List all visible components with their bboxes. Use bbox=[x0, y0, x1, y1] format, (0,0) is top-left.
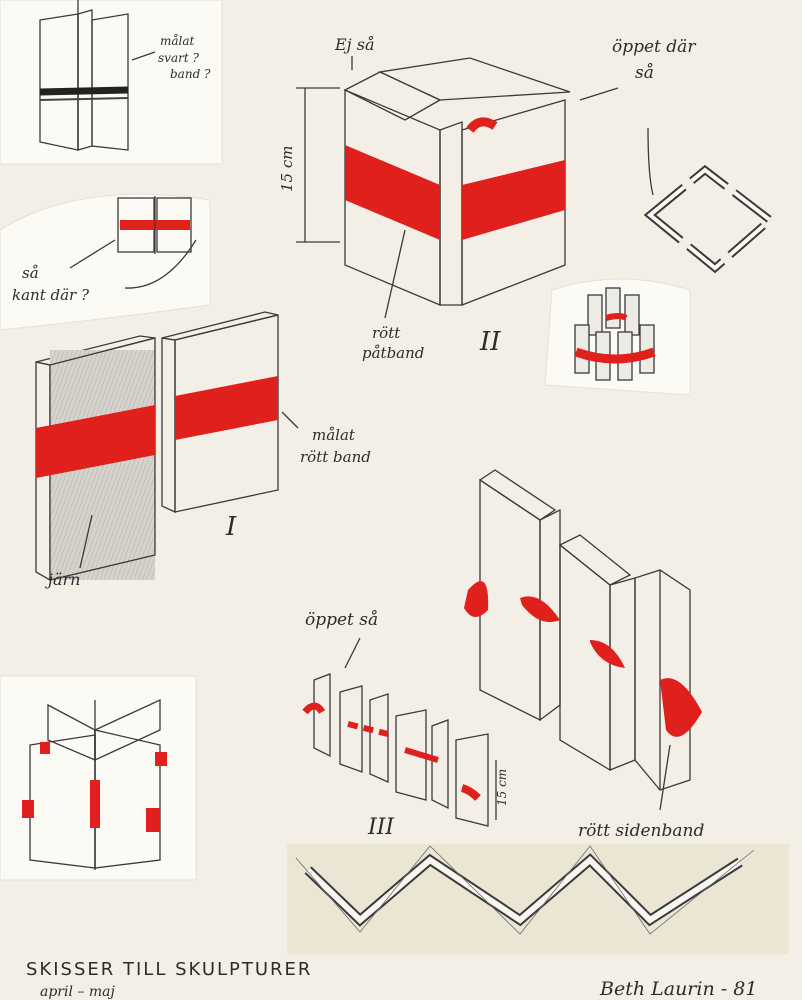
card-cross-red-tabs bbox=[0, 675, 197, 881]
note-svart: svart ? bbox=[158, 51, 199, 65]
label-roman-I: I bbox=[225, 512, 237, 542]
card-octagon-sketch bbox=[544, 278, 691, 396]
sheet-title: SKISSER TILL SKULPTURER bbox=[26, 959, 312, 980]
note-malat: målat bbox=[160, 33, 195, 48]
note-rott: rött bbox=[372, 324, 401, 342]
sculpture-II-top-view bbox=[643, 127, 777, 274]
card-top-left: målat svart ? band ? bbox=[0, 0, 223, 165]
note-sa: så bbox=[22, 264, 39, 282]
note-jarn: järn bbox=[45, 570, 80, 589]
cross-sketch-black-band bbox=[39, 0, 129, 151]
label-roman-III: III bbox=[367, 815, 395, 840]
artist-signature: Beth Laurin - 81 bbox=[599, 978, 757, 1000]
note-oppet-dar-sa: så bbox=[635, 63, 654, 83]
note-band: band ? bbox=[170, 67, 211, 81]
card-plan-sketch: så kant där ? bbox=[0, 193, 211, 331]
note-malat-2: målat bbox=[312, 426, 356, 444]
note-rott-band: rött band bbox=[300, 448, 371, 466]
sculpture-zigzag-silk: rött sidenband bbox=[464, 469, 704, 841]
note-patband: påtband bbox=[362, 344, 424, 362]
card-zigzag-plan bbox=[287, 844, 789, 954]
height-15cm-label: 15 cm bbox=[278, 146, 296, 192]
note-oppet-dar: öppet där bbox=[612, 37, 696, 57]
note-kant-dar: kant där ? bbox=[12, 286, 90, 304]
sheet-dates: april – maj bbox=[40, 984, 115, 1000]
label-roman-II: II bbox=[479, 327, 501, 357]
sculpture-I-plates: målat rött band järn I bbox=[35, 311, 371, 589]
height-15cm-small-label: 15 cm bbox=[495, 769, 509, 806]
sculpture-II-box: 15 cm Ej så öppet där så rött påtband II bbox=[278, 35, 696, 362]
note-oppet-sa: öppet så bbox=[305, 610, 378, 630]
sculpture-III-row: 15 cm öppet så III bbox=[302, 610, 509, 840]
note-ej-sa: Ej så bbox=[334, 35, 374, 54]
note-rott-sidenband: rött sidenband bbox=[578, 821, 704, 841]
